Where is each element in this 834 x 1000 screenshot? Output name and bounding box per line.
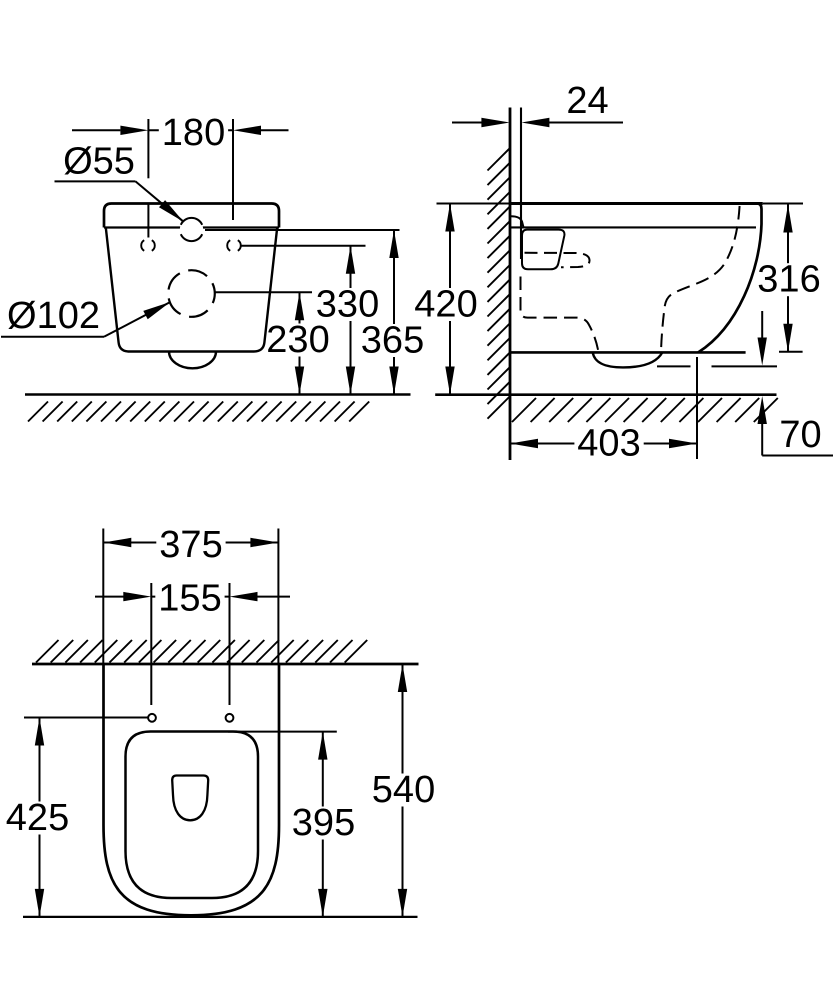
svg-text:540: 540 xyxy=(372,769,435,811)
svg-text:420: 420 xyxy=(414,284,477,326)
svg-text:155: 155 xyxy=(158,578,221,620)
svg-text:395: 395 xyxy=(292,802,355,844)
svg-text:330: 330 xyxy=(316,284,379,326)
svg-text:Ø102: Ø102 xyxy=(7,295,100,337)
svg-text:24: 24 xyxy=(566,80,608,122)
svg-text:70: 70 xyxy=(779,414,821,456)
svg-text:316: 316 xyxy=(757,259,820,301)
svg-text:Ø55: Ø55 xyxy=(63,141,135,183)
svg-text:365: 365 xyxy=(361,320,424,362)
svg-text:403: 403 xyxy=(577,423,640,465)
svg-text:375: 375 xyxy=(159,524,222,566)
svg-text:425: 425 xyxy=(6,797,69,839)
svg-text:230: 230 xyxy=(266,319,329,361)
svg-text:180: 180 xyxy=(162,112,225,154)
